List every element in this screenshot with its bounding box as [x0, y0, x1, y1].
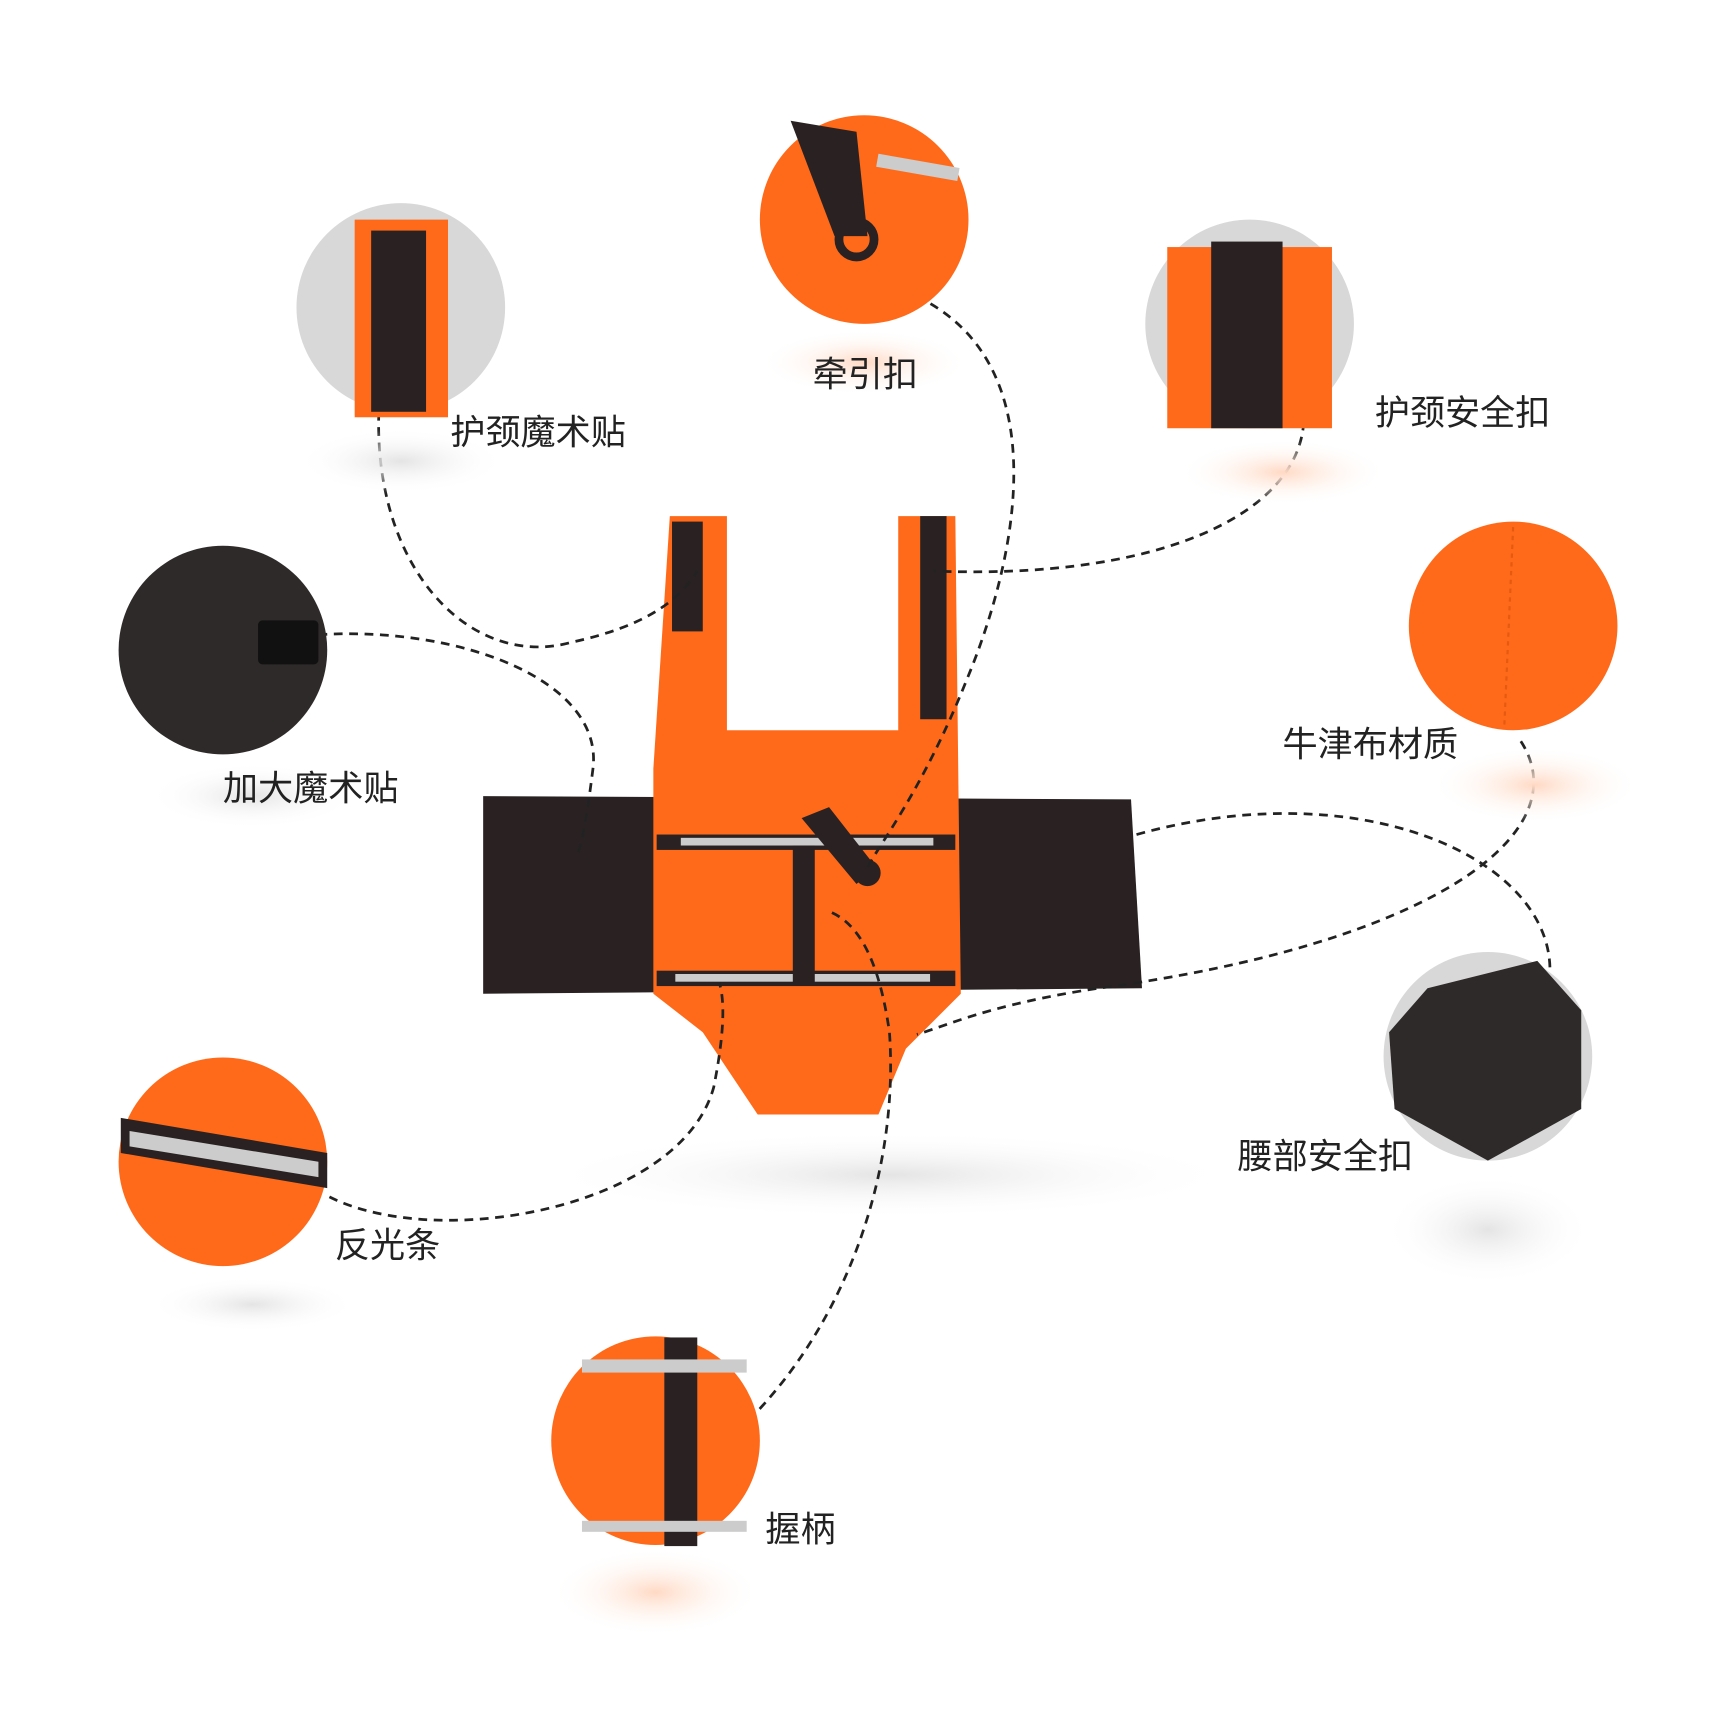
feature-leash-ring: [759, 115, 969, 396]
label-leash-ring: 牵引扣: [813, 355, 918, 396]
feature-handle: [551, 1336, 760, 1637]
ring-icon: [834, 217, 879, 262]
handle-strap: [792, 845, 815, 983]
dog-life-vest: [483, 516, 1143, 1115]
label-handle: 握柄: [765, 1510, 835, 1551]
feature-waist-buckle: [1383, 952, 1593, 1285]
vest-reflection: [538, 1131, 1241, 1219]
label-waist-buckle: 腰部安全扣: [1238, 1136, 1414, 1177]
feature-neck-buckle: [1145, 219, 1387, 506]
neck-buckle-strap: [920, 516, 947, 720]
reflective-strip-top: [680, 837, 934, 846]
label-neck-velcro: 护颈魔术贴: [450, 413, 626, 454]
label-oxford-fabric: 牛津布材质: [1283, 725, 1459, 766]
label-reflective-strip: 反光条: [335, 1225, 440, 1266]
velcro-icon: [371, 230, 427, 412]
feature-reflective-strip: [118, 1057, 357, 1332]
feature-large-velcro: [118, 545, 357, 830]
buckle-icon: [258, 620, 319, 665]
label-large-velcro: 加大魔术贴: [223, 768, 399, 809]
buckle-icon: [1211, 241, 1283, 429]
neck-velcro-strap: [672, 521, 703, 632]
label-neck-buckle: 护颈安全扣: [1375, 393, 1551, 434]
vest-body: [653, 516, 961, 1115]
feature-neck-velcro: [296, 203, 506, 495]
leash-ring-mark: [854, 859, 881, 887]
strip-icon: [129, 1131, 319, 1178]
feature-oxford-fabric: [1408, 521, 1640, 824]
mesh-buckle-icon: [1389, 960, 1582, 1161]
